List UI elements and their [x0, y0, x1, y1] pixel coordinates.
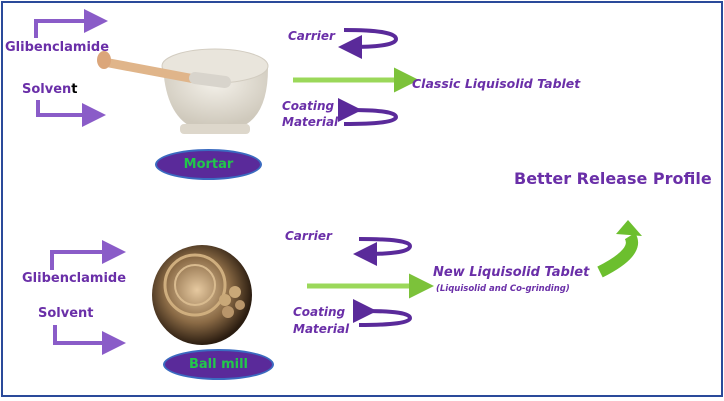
- new-tablet-subtitle: (Liquisolid and Co-grinding): [436, 284, 570, 294]
- solvent-text: Solven: [22, 82, 72, 97]
- bracket-arrow-icon: [36, 100, 106, 127]
- bottom-coating-label-2: Material: [293, 322, 350, 336]
- bottom-input-solvent: Solvent: [38, 306, 94, 321]
- top-coating-label-2: Material: [282, 115, 339, 129]
- bracket-arrow-icon: [50, 240, 126, 270]
- new-tablet-label: New Liquisolid Tablet: [433, 265, 590, 280]
- top-input-glibenclamide: Glibenclamide: [5, 40, 110, 55]
- mortar-label: Mortar: [155, 149, 262, 180]
- carrier-arrow-icon: [338, 28, 399, 59]
- bottom-carrier-label: Carrier: [285, 229, 332, 243]
- outcome-label: Better Release Profile: [514, 169, 712, 188]
- bottom-input-glibenclamide: Glibenclamide: [22, 271, 127, 286]
- coating-arrow-icon: [352, 298, 413, 327]
- ball-mill-image: [152, 245, 252, 345]
- bottom-coating-label-1: Coating: [293, 305, 346, 319]
- top-carrier-label: Carrier: [288, 29, 335, 43]
- carrier-arrow-icon: [353, 237, 413, 266]
- classic-tablet-label: Classic Liquisolid Tablet: [412, 76, 581, 91]
- bracket-arrow-icon: [34, 9, 108, 38]
- top-coating-label-1: Coating: [282, 99, 335, 113]
- solvent-last-letter: t: [71, 82, 78, 97]
- curved-up-arrow-icon: [597, 220, 642, 278]
- coating-arrow-icon: [337, 97, 399, 126]
- top-input-solvent: Solvent: [22, 82, 78, 97]
- mortar-pestle-image: [97, 48, 269, 134]
- ball-mill-label: Ball mill: [163, 349, 274, 380]
- bracket-arrow-icon: [53, 325, 126, 355]
